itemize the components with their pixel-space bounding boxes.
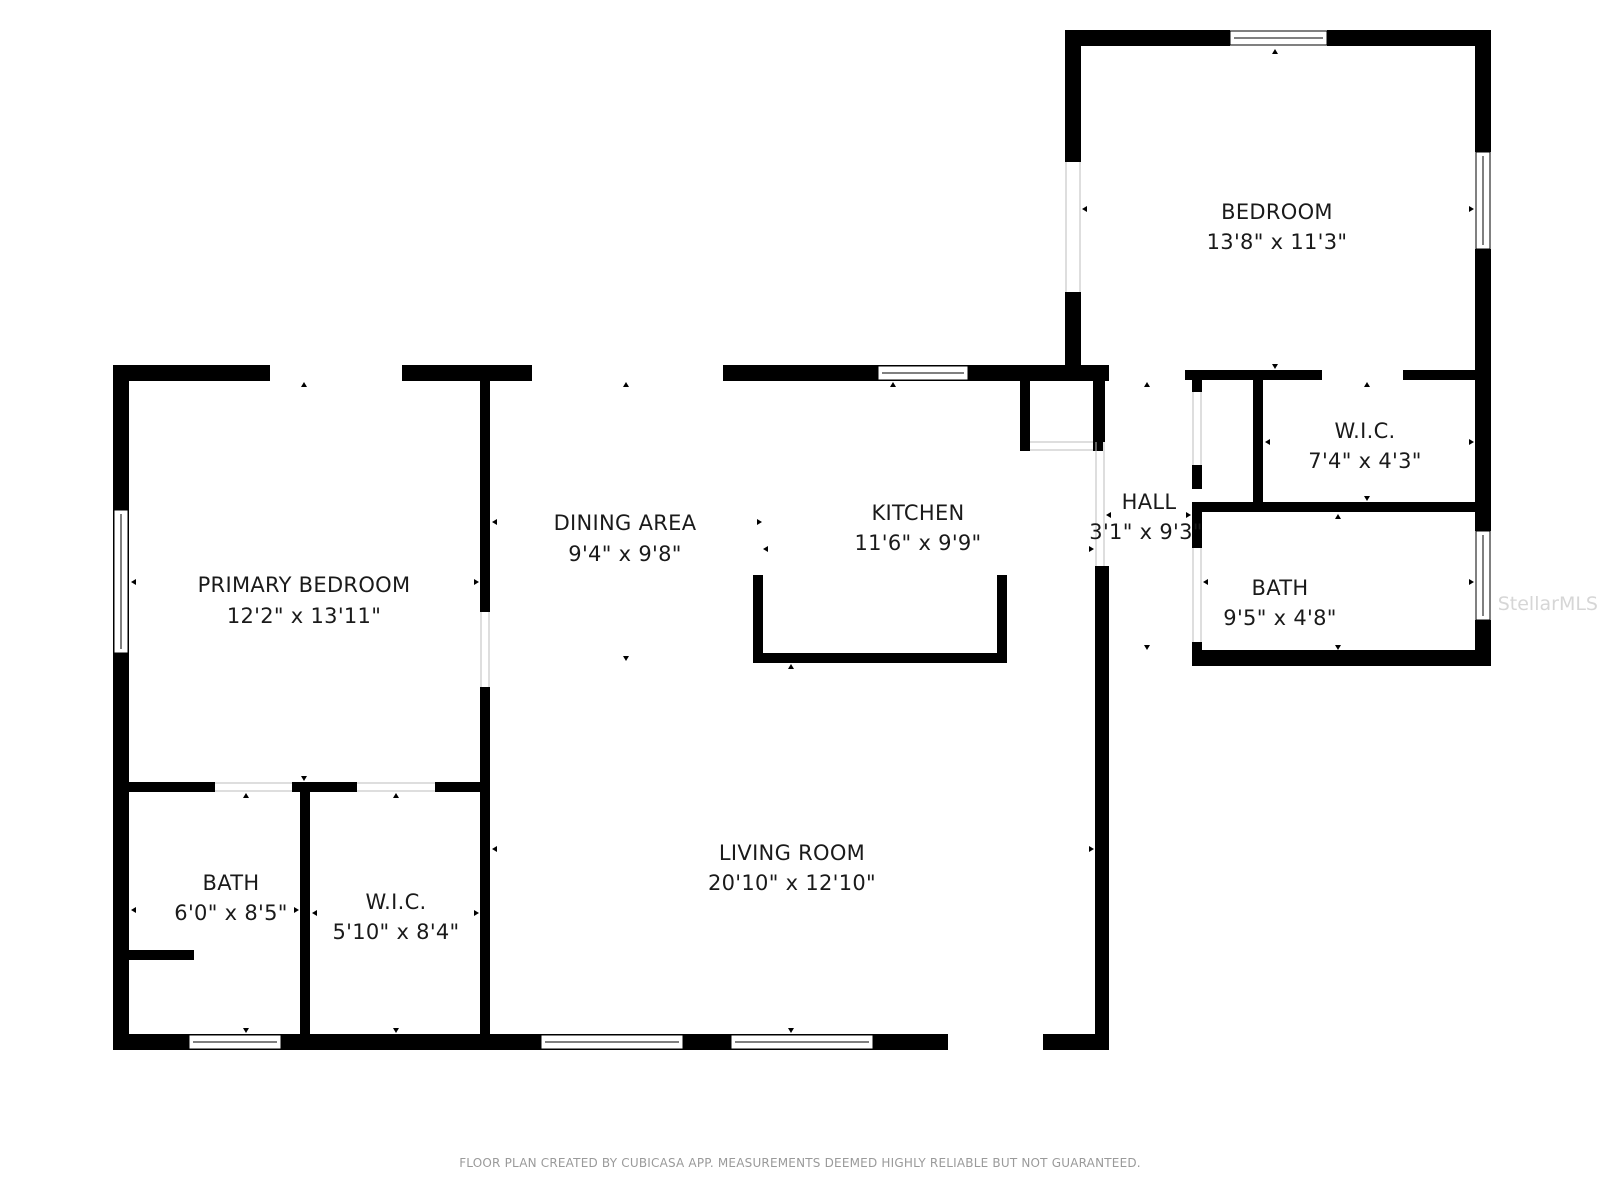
watermark: StellarMLS [1498,593,1598,615]
window-bedroom-top [1229,30,1328,46]
room-label-living: LIVING ROOM 20'10" x 12'10" [708,841,876,895]
footer-disclaimer: FLOOR PLAN CREATED BY CUBICASA APP. MEAS… [459,1156,1141,1170]
room-label-bedroom: BEDROOM 13'8" x 11'3" [1207,200,1348,254]
window-bedroom-right [1475,151,1491,250]
wall-right-outer-top [1475,30,1491,152]
wall-primary-right-bottom [480,687,490,1050]
window-living-bottom-2 [730,1034,874,1050]
window-primary-left [113,509,129,654]
room-label-dining: DINING AREA 9'4" x 9'8" [554,511,697,566]
wall-living-right-top [1095,380,1105,442]
wall-primary-top-left [113,365,270,381]
window-kitchen-top [877,365,969,381]
room-name: W.I.C. [1334,419,1395,443]
pantry-left [1020,380,1030,451]
room-dimensions: 6'0" x 8'5" [174,901,287,925]
wall-primary-top-right [402,365,532,381]
room-label-wic-left: W.I.C. 5'10" x 8'4" [332,890,459,944]
room-dimensions: 3'1" x 9'3" [1089,520,1202,544]
wall-bedroom-left-top [1065,30,1081,162]
room-name: LIVING ROOM [719,841,865,865]
window-living-bottom-1 [540,1034,684,1050]
room-dimensions: 11'6" x 9'9" [854,531,981,555]
room-name: BATH [1252,576,1309,600]
wall-bath-wic-divider [300,782,310,1050]
room-label-wic-right: W.I.C. 7'4" x 4'3" [1308,419,1421,473]
room-name: HALL [1122,490,1177,514]
walls [113,30,1491,1050]
kitchen-counter-left [753,575,763,663]
room-label-bath-left: BATH 6'0" x 8'5" [174,871,287,925]
window-bath-right [1475,530,1491,621]
wall-bottom-right [1043,1034,1109,1050]
kitchen-counter-right [997,575,1007,663]
wall-primary-right-top [480,365,490,612]
dimension-markers [131,49,1474,1033]
kitchen-counter-bottom [753,653,1006,663]
wall-hall-top [1065,370,1109,380]
wall-hall-right-lower [1192,512,1202,548]
room-label-kitchen: KITCHEN 11'6" x 9'9" [854,501,981,555]
room-dimensions: 13'8" x 11'3" [1207,230,1348,254]
room-name: DINING AREA [554,511,697,535]
room-dimensions: 20'10" x 12'10" [708,871,876,895]
wall-bedroom-left-bottom [1065,292,1081,380]
room-label-bath-right: BATH 9'5" x 4'8" [1223,576,1336,630]
room-name: KITCHEN [871,501,964,525]
room-dimensions: 12'2" x 13'11" [227,604,381,628]
room-name: PRIMARY BEDROOM [198,573,411,597]
wall-living-right [1095,566,1109,1050]
wall-bedroom-top-left [1065,30,1230,46]
room-dimensions: 7'4" x 4'3" [1308,449,1421,473]
wall-hall-right-top [1192,370,1202,392]
room-name: BATH [203,871,260,895]
room-label-primary-bedroom: PRIMARY BEDROOM 12'2" x 13'11" [198,573,411,628]
wall-bedroom-bottom-right [1403,370,1491,380]
room-dimensions: 9'5" x 4'8" [1223,606,1336,630]
wall-bedroom-top-right [1327,30,1491,46]
wall-bath-right-bottom [1192,650,1491,666]
room-name: BEDROOM [1221,200,1333,224]
room-dimensions: 9'4" x 9'8" [568,542,681,566]
room-name: W.I.C. [365,890,426,914]
wall-left-outer [113,365,129,1050]
wall-wic-bath-divider [1192,502,1491,512]
wall-right-outer-mid [1475,249,1491,531]
room-dimensions: 5'10" x 8'4" [332,920,459,944]
windows [113,30,1491,1050]
wic-right-closet-divider [1253,370,1263,510]
wall-hall-right-mid [1192,465,1202,489]
wall-bath-stub [113,950,194,960]
room-label-hall: HALL 3'1" x 9'3" [1089,490,1202,544]
window-bath-left-bottom [188,1034,282,1050]
door-openings [215,162,1202,792]
